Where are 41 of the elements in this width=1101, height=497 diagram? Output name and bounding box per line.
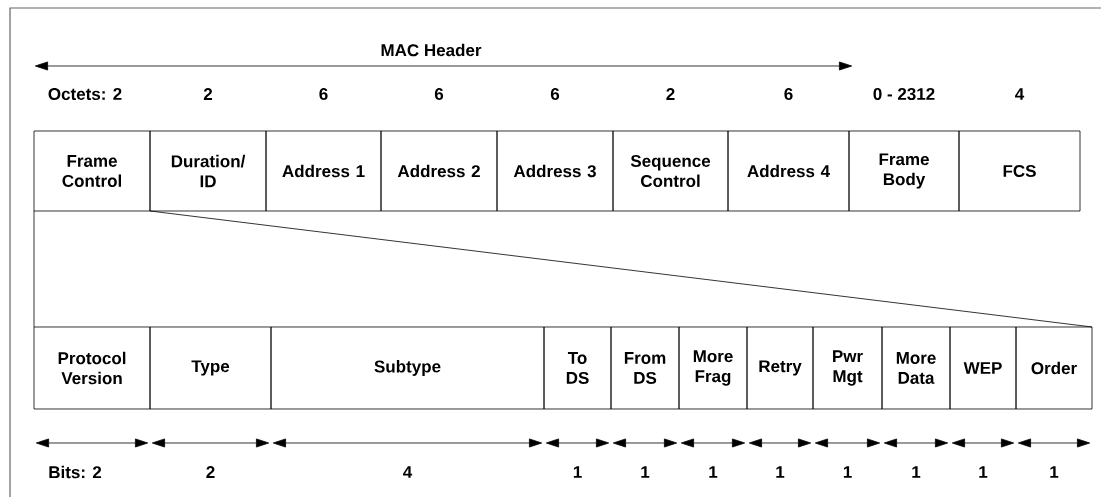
size-label: 4 (403, 466, 413, 478)
size-label: 0 - 2312 (873, 87, 935, 100)
field-box: WEP (949, 326, 1017, 410)
field-box: To DS (543, 326, 612, 410)
field-box: Pwr Mgt (812, 326, 883, 410)
field-box: Frame Control (33, 130, 151, 212)
size-label: 1 (843, 466, 852, 478)
field-box: Type (149, 326, 272, 410)
header-label: MAC Header (381, 43, 482, 57)
field-box: Sequence Control (612, 130, 729, 212)
size-label: 1 (1050, 466, 1059, 478)
size-label: 1 (912, 466, 921, 478)
size-label: Bits: 2 (49, 465, 102, 479)
field-box: Duration/ ID (149, 130, 267, 212)
size-label: Octets: 2 (48, 88, 122, 100)
field-box: From DS (610, 326, 680, 410)
size-label: 2 (203, 88, 213, 100)
size-label: 4 (1015, 88, 1025, 100)
field-box: Subtype (270, 326, 545, 410)
field-box: Retry (746, 326, 814, 410)
field-box: Order (1015, 326, 1093, 410)
size-label: 1 (979, 466, 988, 478)
size-label: 6 (434, 88, 444, 100)
field-box: Address 3 (496, 130, 614, 212)
size-label: 6 (550, 88, 560, 100)
field-box: More Data (881, 326, 951, 410)
size-label: 2 (206, 466, 215, 478)
field-box: Protocol Version (33, 326, 151, 410)
size-label: 6 (319, 88, 328, 100)
field-box: FCS (958, 130, 1081, 212)
field-box: Address 1 (265, 130, 382, 212)
size-label: 2 (666, 88, 675, 100)
field-box: Address 2 (380, 130, 498, 212)
field-box: Frame Body (848, 130, 960, 212)
size-label: 1 (641, 466, 650, 478)
field-box: More Frag (678, 326, 748, 410)
field-box: Address 4 (727, 130, 850, 212)
size-label: 6 (784, 88, 793, 100)
size-label: 1 (709, 466, 718, 478)
size-label: 1 (776, 466, 785, 478)
size-label: 1 (573, 466, 582, 478)
